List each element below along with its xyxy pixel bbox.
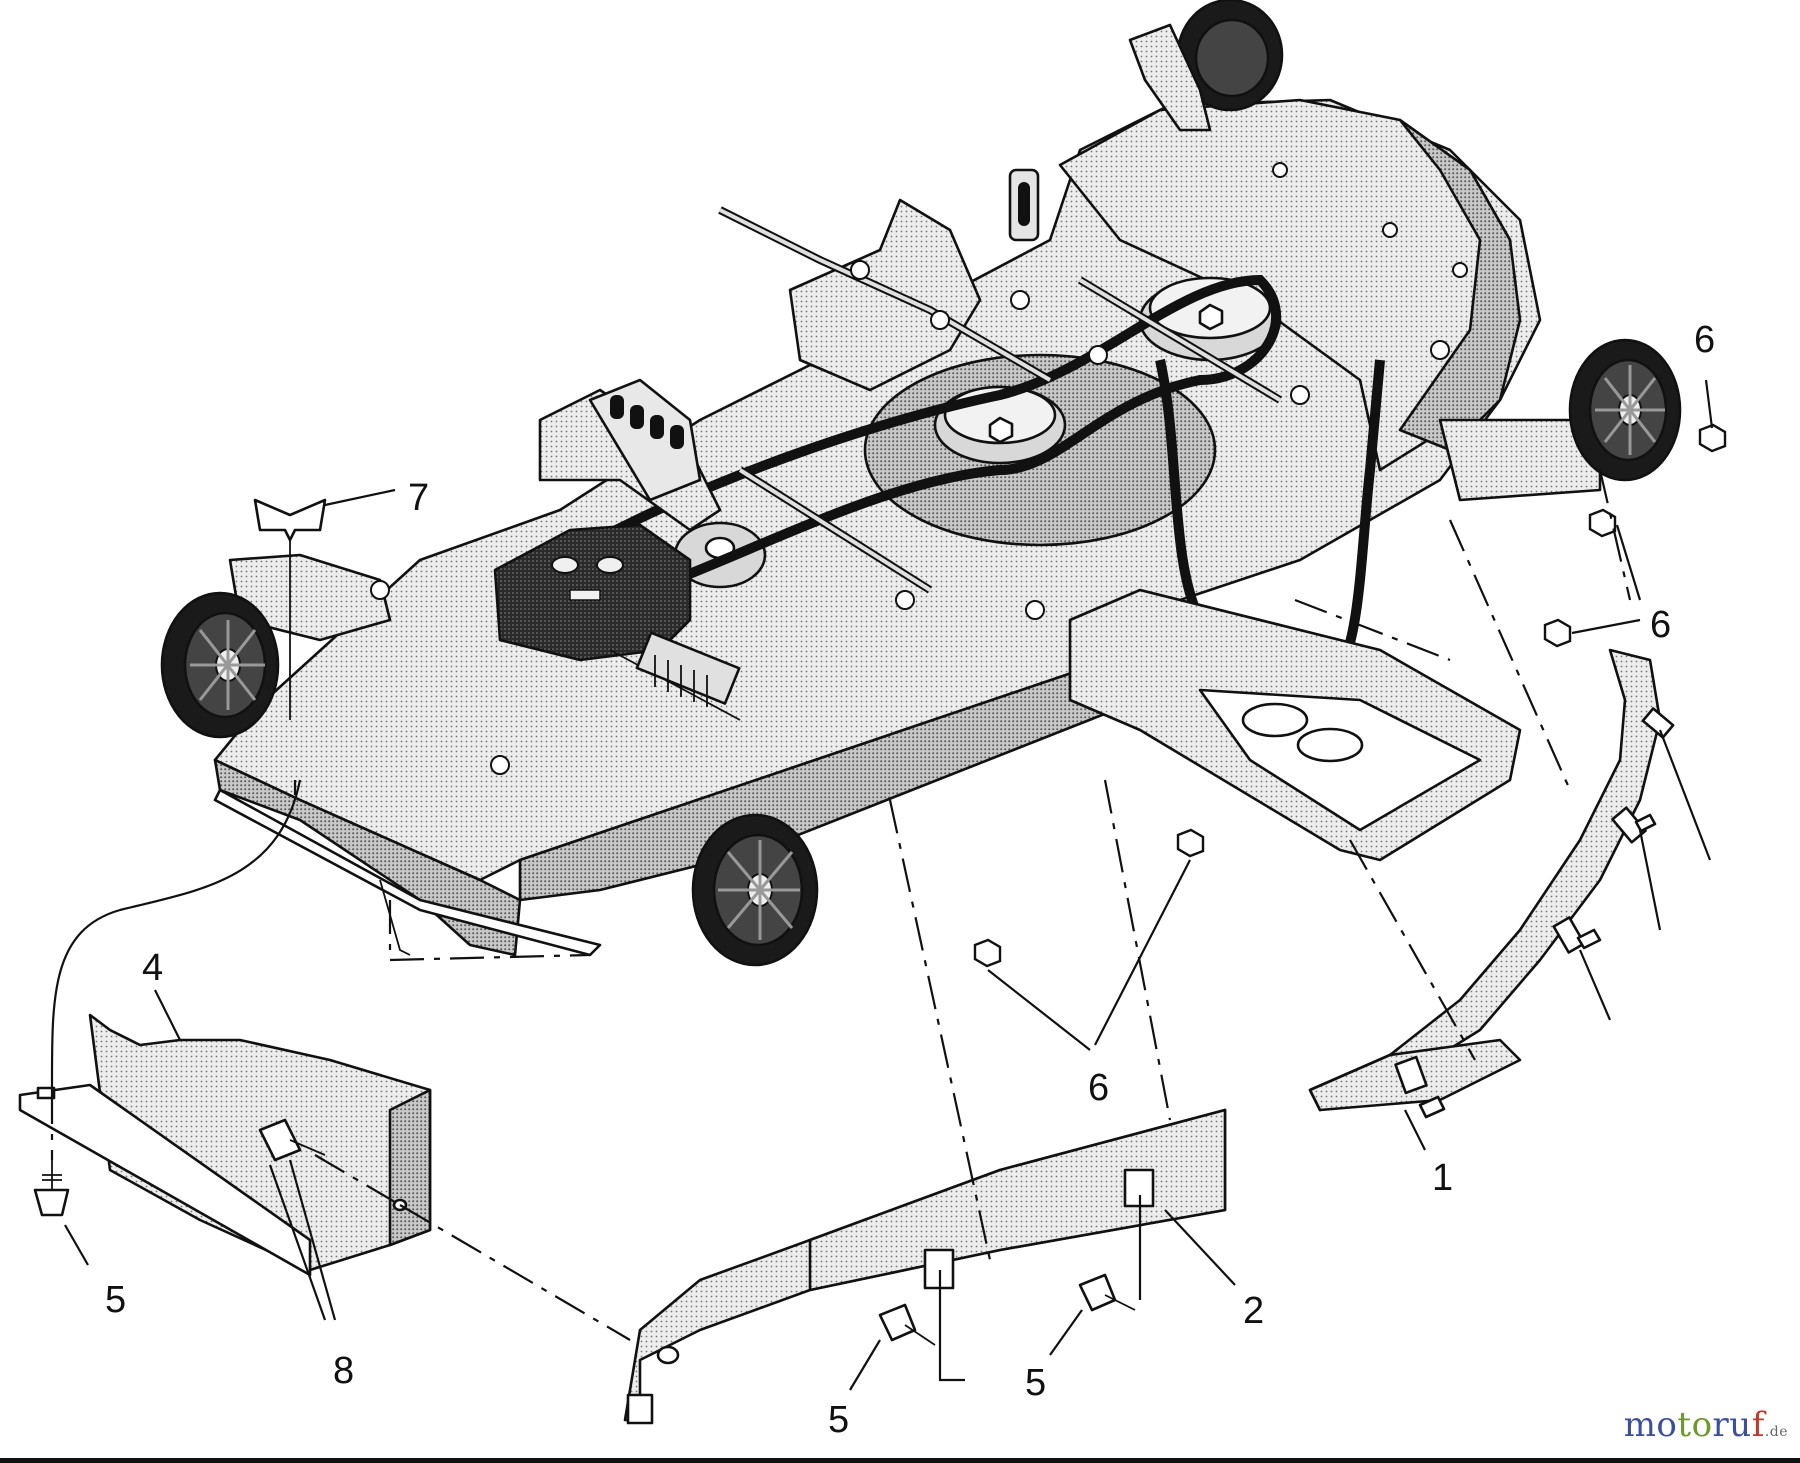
bottom-rule	[0, 1458, 1800, 1463]
tension-spring	[609, 631, 741, 721]
watermark-part-3: ru	[1712, 1405, 1752, 1445]
baffle-part-1	[1308, 648, 1675, 1119]
mower-deck	[213, 98, 1602, 957]
watermark-part-4: f	[1751, 1405, 1765, 1445]
gauge-wheel-rear	[1128, 0, 1284, 132]
assembly-lines	[50, 469, 1632, 1341]
watermark-part-1: mo	[1623, 1405, 1678, 1445]
leader-lines	[50, 379, 1714, 1391]
callout-2: 2	[1243, 1290, 1264, 1332]
callout-8: 8	[333, 1350, 354, 1392]
callout-1: 1	[1432, 1157, 1453, 1199]
gauge-wheel-right	[1568, 338, 1682, 482]
adjustment-slots	[610, 395, 684, 449]
callout-6-top-right: 6	[1694, 319, 1715, 361]
gauge-wheel-left	[160, 591, 280, 739]
gauge-wheel-front	[691, 813, 819, 967]
callout-6-center: 6	[1088, 1067, 1109, 1109]
deflector-part-4	[18, 1013, 432, 1277]
motoruf-watermark: motoruf.de	[1624, 1405, 1788, 1445]
callout-4: 4	[142, 947, 163, 989]
watermark-part-2: to	[1677, 1405, 1713, 1445]
callout-7: 7	[408, 477, 429, 519]
wing-nut	[253, 498, 327, 720]
bolts	[33, 1118, 1136, 1346]
watermark-tld: .de	[1764, 1424, 1788, 1440]
deck-fasteners	[370, 162, 1468, 775]
callout-5-left: 5	[105, 1279, 126, 1321]
callout-5-right: 5	[1025, 1362, 1046, 1404]
callout-6-right: 6	[1650, 604, 1671, 646]
flange-nuts	[973, 423, 1727, 968]
callout-5-middle: 5	[828, 1399, 849, 1441]
baffle-part-2	[623, 1108, 1227, 1425]
callout-labels: 1 2 4 5 5 5 6 6 6 7 8	[105, 319, 1715, 1441]
